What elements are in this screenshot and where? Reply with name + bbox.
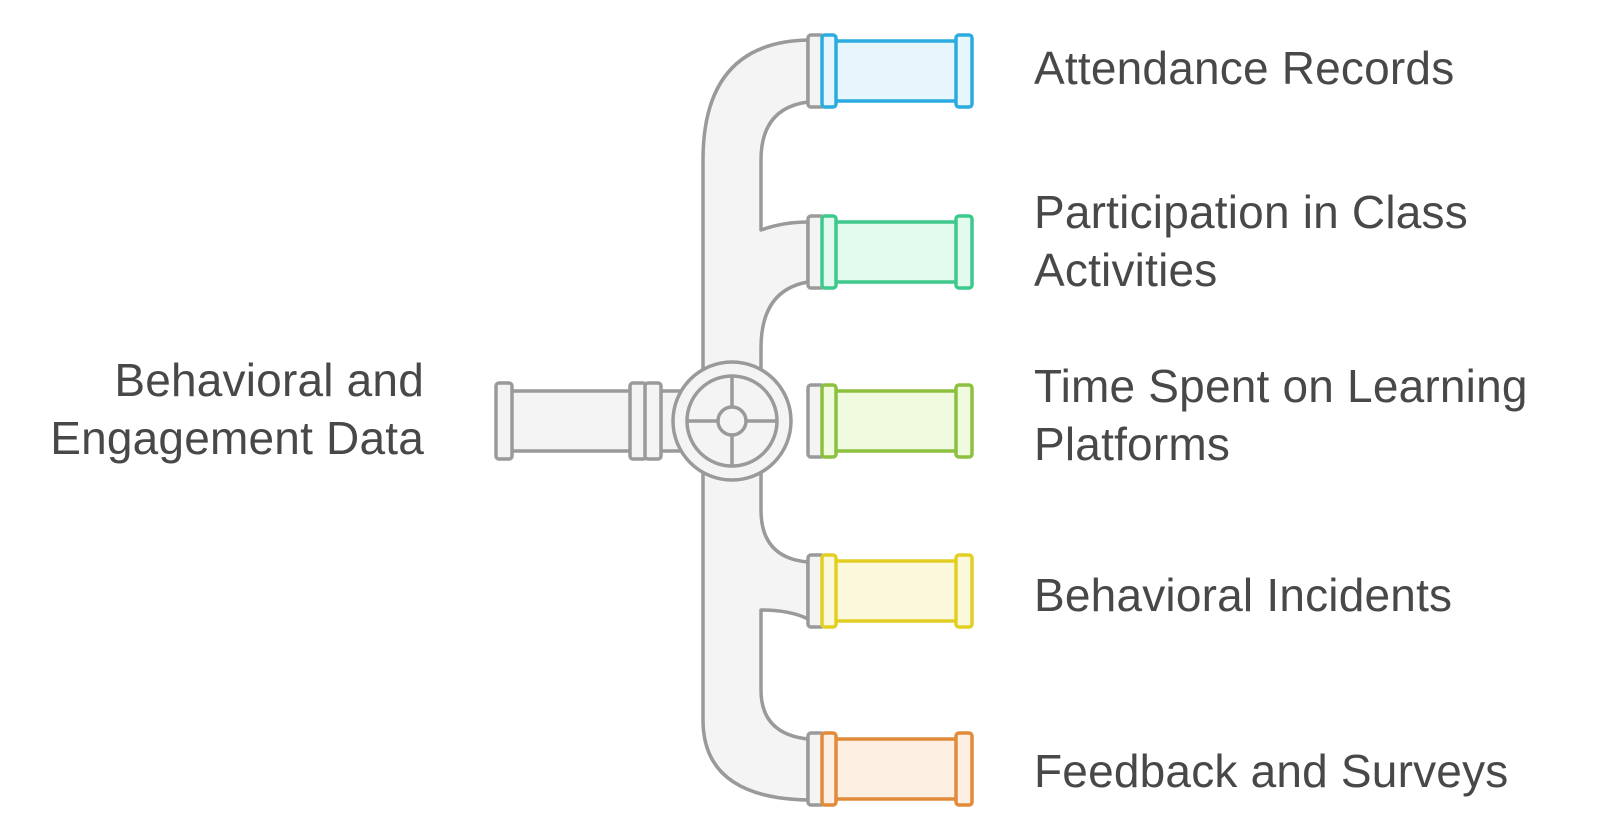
source-pipe <box>494 381 702 461</box>
output-pipes <box>806 33 974 807</box>
output-label-time-spent: Time Spent on Learning Platforms <box>1034 357 1528 473</box>
output-label-behavioral-incidents: Behavioral Incidents <box>1034 566 1452 624</box>
output-pipe-participation <box>806 214 974 290</box>
output-label-line: Participation in Class <box>1034 186 1468 238</box>
output-pipe-coupling <box>820 214 838 290</box>
valve-hub <box>716 405 748 437</box>
output-pipe-coupling <box>820 383 838 459</box>
output-label-line: Attendance Records <box>1034 42 1455 94</box>
output-pipe-coupling <box>820 33 838 109</box>
output-label-attendance-records: Attendance Records <box>1034 39 1454 97</box>
output-label-line: Behavioral Incidents <box>1034 569 1453 621</box>
output-label-line: Activities <box>1034 244 1218 296</box>
output-pipe-attendance-records <box>806 33 974 109</box>
output-label-feedback-surveys: Feedback and Surveys <box>1034 742 1509 800</box>
output-pipe-end-cap <box>954 214 974 290</box>
source-label-line: Behavioral and <box>114 354 424 406</box>
output-pipe-body <box>832 559 960 623</box>
output-pipe-end-cap <box>954 33 974 109</box>
output-label-line: Platforms <box>1034 418 1231 470</box>
source-label-line: Engagement Data <box>50 412 424 464</box>
output-pipe-behavioral-incidents <box>806 553 974 629</box>
output-pipe-feedback-surveys <box>806 731 974 807</box>
output-pipe-end-cap <box>954 383 974 459</box>
output-pipe-end-cap <box>954 553 974 629</box>
output-label-line: Time Spent on Learning <box>1034 360 1528 412</box>
source-pipe-coupling-b <box>643 381 663 461</box>
source-label: Behavioral and Engagement Data <box>50 351 424 467</box>
output-pipe-coupling <box>820 731 838 807</box>
output-label-participation: Participation in Class Activities <box>1034 183 1468 299</box>
source-pipe-end-cap <box>494 381 514 461</box>
valve-wheel-icon <box>671 360 793 482</box>
output-pipe-body <box>832 737 960 801</box>
output-pipe-end-cap <box>954 731 974 807</box>
output-pipe-coupling <box>820 553 838 629</box>
output-pipe-body <box>832 220 960 284</box>
output-pipe-body <box>832 389 960 453</box>
output-label-line: Feedback and Surveys <box>1034 745 1509 797</box>
output-pipe-body <box>832 39 960 103</box>
output-pipe-time-spent <box>806 383 974 459</box>
